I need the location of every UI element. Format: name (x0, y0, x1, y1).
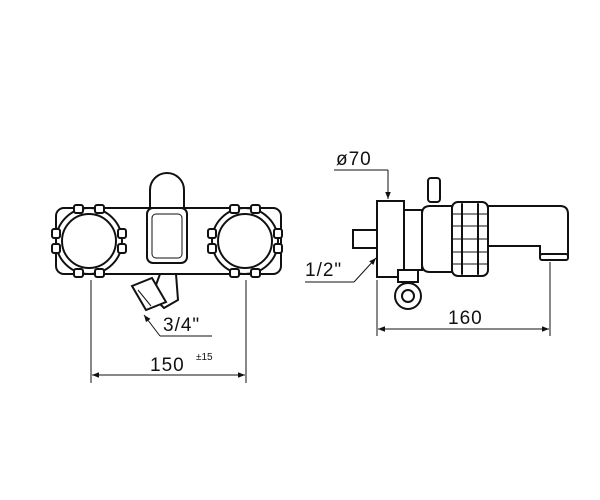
side-rear-stub (352, 229, 378, 249)
dim-depth: 160 (376, 262, 551, 336)
dim-width-label: 150 (150, 355, 185, 376)
side-spout-outlet (539, 253, 569, 261)
front-center-cylinder (146, 207, 188, 264)
side-handle-ring (451, 201, 489, 277)
side-inner-body (403, 209, 423, 271)
right-handle (207, 204, 283, 278)
left-handle (51, 204, 127, 278)
side-mixer-body (421, 205, 453, 273)
side-bottom-fitting (394, 269, 422, 310)
dim-depth-label: 160 (448, 308, 483, 329)
front-view: 150 ±15 3/4" (51, 172, 283, 383)
dim-thread-label: 1/2" (305, 260, 342, 281)
dim-diameter-label: ø70 (336, 149, 372, 170)
dim-inlet: 3/4" (143, 314, 212, 337)
side-wall-flange (376, 200, 405, 278)
dim-width: 150 ±15 (90, 280, 247, 383)
dim-diameter: ø70 (334, 149, 391, 199)
side-spout (487, 205, 569, 257)
side-view: ø70 1/2" 160 (305, 149, 569, 336)
side-top-connector (427, 177, 441, 203)
dim-inlet-label: 3/4" (163, 315, 200, 336)
front-dome (149, 172, 185, 209)
front-inlet-connector (130, 273, 180, 312)
dim-thread: 1/2" (305, 257, 377, 283)
dim-width-tolerance: ±15 (196, 352, 213, 363)
